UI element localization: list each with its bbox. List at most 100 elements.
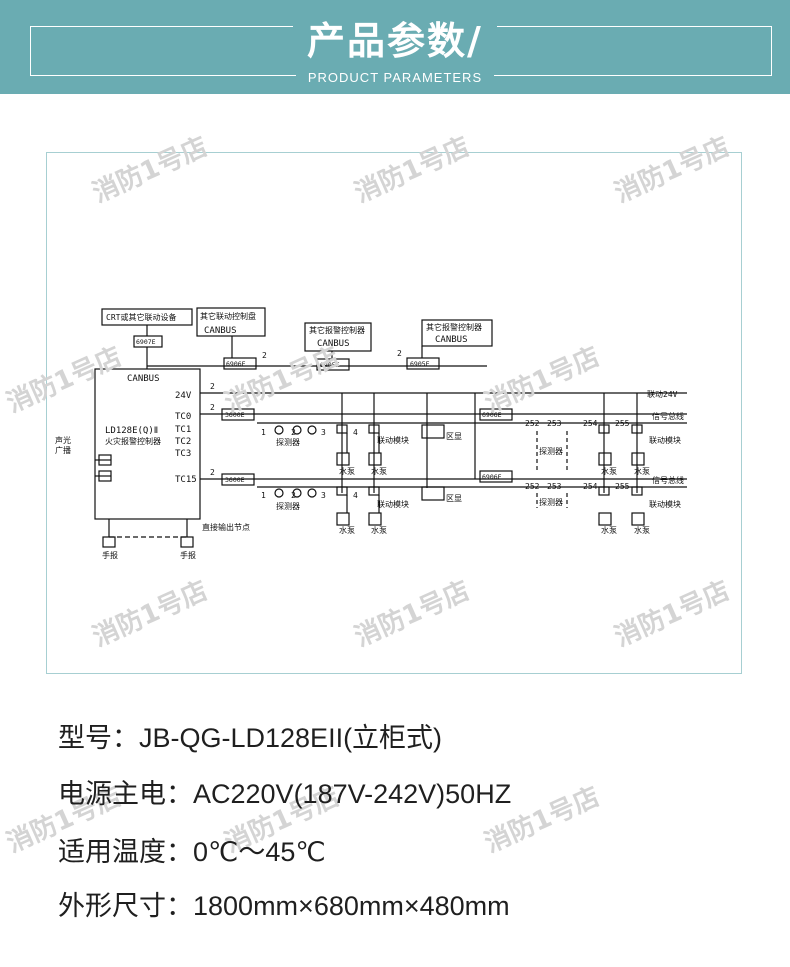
pump-label-4: 水泵 — [371, 525, 387, 535]
linkage-label-3: 联动模块 — [649, 435, 681, 445]
n253-b: 253 — [547, 482, 562, 491]
wiring-diagram-svg: CRT或其它联动设备 其它联动控制盘 CANBUS 其它报警控制器 CANBUS… — [55, 307, 687, 560]
spec-power: 电源主电：AC220V(187V-242V)50HZ — [58, 772, 511, 811]
n1-a: 1 — [261, 428, 266, 437]
pump-label-3: 水泵 — [339, 525, 355, 535]
module-6906-a-label: 6906E — [226, 360, 246, 368]
spec-temperature-label: 适用温度： — [58, 837, 193, 868]
spec-temperature-value: 0℃～45℃ — [193, 837, 326, 867]
spec-dimensions-value: 1800mm×680mm×480mm — [193, 891, 510, 921]
alarm-1-bus: CANBUS — [317, 339, 350, 349]
module-6906-c-label: 6906E — [482, 473, 502, 481]
page-subtitle: PRODUCT PARAMETERS — [0, 70, 790, 85]
detector-label-1: 探测器 — [276, 437, 300, 447]
crt-label: CRT或其它联动设备 — [106, 312, 176, 322]
page-title-text: 产品参数/ — [293, 19, 497, 63]
signal-bus-1-label: 信号总线 — [652, 411, 684, 421]
tc3-label: TC3 — [175, 449, 191, 459]
pump-label-5: 水泵 — [601, 466, 617, 476]
alarm-box-1 — [304, 322, 372, 352]
module-6907 — [133, 335, 163, 348]
wiring-diagram: CRT或其它联动设备 其它联动控制盘 CANBUS 其它报警控制器 CANBUS… — [46, 152, 742, 674]
n252-a: 252 — [525, 419, 540, 428]
module-6905-b-label: 6905E — [410, 360, 430, 368]
wire-count-5: 2 — [397, 349, 402, 358]
panel-canbus-label: CANBUS — [204, 326, 237, 336]
n255-a: 255 — [615, 419, 630, 428]
pump-label-8: 水泵 — [634, 525, 650, 535]
n254-b: 254 — [583, 482, 598, 491]
pump-label-7: 水泵 — [601, 525, 617, 535]
module-6905-b — [406, 357, 440, 370]
direct-output-label: 直接输出节点 — [202, 522, 250, 532]
spec-model-label: 型号： — [58, 723, 139, 754]
detector-label-2: 探测器 — [276, 501, 300, 511]
spec-dimensions: 外形尺寸：1800mm×680mm×480mm — [58, 884, 510, 923]
spec-dimensions-label: 外形尺寸： — [58, 891, 193, 922]
fire-bell-label: 声光 — [55, 435, 71, 445]
spec-model-value: JB-QG-LD128EII(立柜式) — [139, 723, 443, 753]
diagram-labels: CRT或其它联动设备 其它联动控制盘 CANBUS 其它报警控制器 CANBUS… — [55, 311, 684, 560]
n4-b: 4 — [353, 491, 358, 500]
wire-count-4: 2 — [262, 351, 267, 360]
wire-count-1: 2 — [210, 382, 215, 391]
main-panel-box — [94, 368, 201, 520]
spec-model: 型号：JB-QG-LD128EII(立柜式) — [58, 716, 442, 755]
diagram-lines — [94, 307, 687, 548]
panel-label: 其它联动控制盘 — [200, 311, 256, 321]
panel-name-label: 火灾报警控制器 — [105, 436, 161, 446]
signal-bus-2-label: 信号总线 — [652, 475, 684, 485]
page-title: 产品参数/ — [0, 10, 790, 65]
n4-a: 4 — [353, 428, 358, 437]
linkage-24v-label: 联动24V — [647, 389, 678, 399]
detector-label-3: 探测器 — [539, 446, 563, 456]
linkage-label-1: 联动模块 — [377, 435, 409, 445]
linkage-label-4: 联动模块 — [649, 499, 681, 509]
module-6905-a-label: 6905E — [320, 361, 340, 369]
module-3600-a-label: 3600E — [225, 411, 245, 419]
n252-b: 252 — [525, 482, 540, 491]
spec-temperature: 适用温度：0℃～45℃ — [58, 830, 326, 869]
n1-b: 1 — [261, 491, 266, 500]
detector-label-4: 探测器 — [539, 497, 563, 507]
header-banner: 产品参数/ PRODUCT PARAMETERS — [0, 0, 790, 94]
n253-a: 253 — [547, 419, 562, 428]
n255-b: 255 — [615, 482, 630, 491]
tc2-label: TC2 — [175, 437, 191, 447]
wire-count-3: 2 — [210, 468, 215, 477]
tc1-label: TC1 — [175, 425, 191, 435]
spec-power-value: AC220V(187V-242V)50HZ — [193, 779, 512, 809]
manual-label-1: 手报 — [102, 550, 118, 560]
broadcast-label: 广播 — [55, 445, 71, 455]
zone-display-label-1: 区显 — [446, 432, 462, 441]
module-3600-b-label: 3600E — [225, 476, 245, 484]
page-subtitle-text: PRODUCT PARAMETERS — [295, 70, 495, 85]
module-6906-b-label: 6906E — [482, 411, 502, 419]
manual-label-2: 手报 — [180, 550, 196, 560]
n2-b: 2 — [291, 491, 296, 500]
n3-b: 3 — [321, 491, 326, 500]
alarm-2-title: 其它报警控制器 — [426, 322, 482, 332]
linkage-label-2: 联动模块 — [377, 499, 409, 509]
panel-model-label: LD128E(Q)Ⅱ — [105, 426, 158, 436]
module-6906-a — [223, 357, 257, 370]
alarm-box-2 — [421, 319, 493, 347]
panel-box — [196, 307, 266, 337]
pump-label-1: 水泵 — [339, 466, 355, 476]
v24-label: 24V — [175, 391, 192, 401]
wire-count-2: 2 — [210, 403, 215, 412]
main-canbus-label: CANBUS — [127, 374, 160, 384]
tc15-label: TC15 — [175, 475, 197, 485]
module-6905-a — [316, 358, 350, 371]
alarm-2-bus: CANBUS — [435, 335, 468, 345]
n3-a: 3 — [321, 428, 326, 437]
pump-label-2: 水泵 — [371, 466, 387, 476]
pump-label-6: 水泵 — [634, 466, 650, 476]
alarm-1-title: 其它报警控制器 — [309, 325, 365, 335]
zone-display-label-2: 区显 — [446, 494, 462, 503]
n2-a: 2 — [291, 428, 296, 437]
module-6907-label: 6907E — [136, 338, 156, 346]
n254-a: 254 — [583, 419, 598, 428]
spec-power-label: 电源主电： — [58, 779, 193, 810]
tc0-label: TC0 — [175, 412, 191, 422]
